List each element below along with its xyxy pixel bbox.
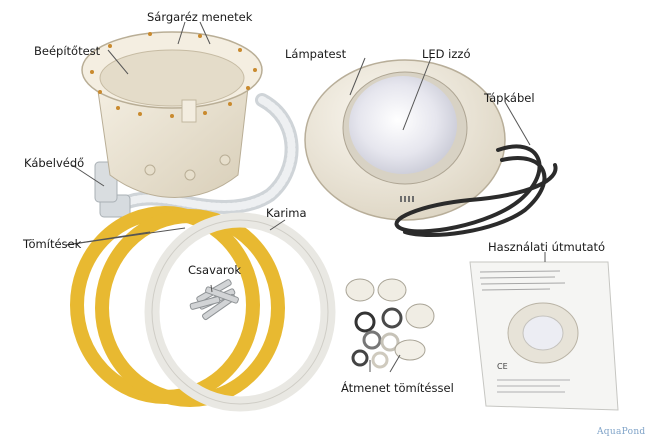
label-flange: Karima: [266, 206, 307, 220]
gasket-rings: [70, 206, 285, 407]
label-led-bulb: LED izzó: [422, 47, 471, 61]
power-cable: [394, 144, 558, 238]
housing: [81, 31, 263, 198]
label-transition-seal: Átmenet tömítéssel: [341, 381, 454, 395]
screws-pile: [189, 279, 239, 321]
led-bulb: [349, 76, 457, 174]
user-manual: CE: [469, 261, 619, 411]
label-gaskets: Tömítések: [23, 237, 82, 251]
label-lamp-body: Lámpatest: [285, 47, 347, 61]
label-screws: Csavarok: [188, 263, 242, 277]
lamp-body: [304, 59, 506, 221]
label-brass-threads: Sárgaréz menetek: [147, 10, 253, 24]
transition-seal-parts: [345, 278, 435, 369]
cable-guard-hose: [94, 93, 299, 218]
flange-ring: [144, 212, 336, 412]
label-power-cable: Tápkábel: [484, 91, 535, 105]
aquapond-watermark: AquaPond: [597, 427, 646, 437]
label-cable-guard: Kábelvédő: [24, 156, 85, 170]
label-housing: Beépítőtest: [34, 44, 101, 58]
leader-lines: [65, 21, 546, 373]
label-manual: Használati útmutató: [488, 240, 606, 254]
svg-text:CE: CE: [497, 362, 508, 371]
